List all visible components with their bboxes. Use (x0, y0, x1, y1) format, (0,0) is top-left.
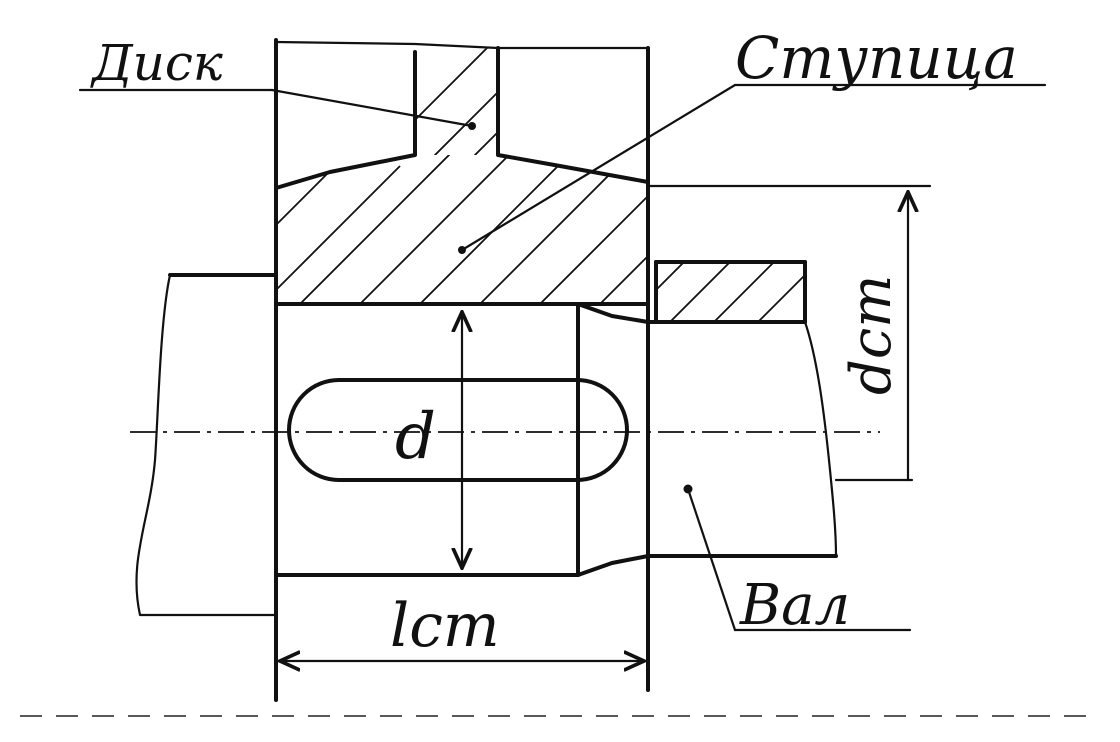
shaft-leader-dot (683, 484, 693, 494)
shaft-outline (135, 184, 932, 617)
label-dst: dст (839, 275, 904, 395)
hub-hatching (276, 155, 648, 304)
label-shaft: Вал (739, 573, 850, 638)
label-d: d (395, 400, 436, 474)
label-hub: Ступица (735, 24, 1018, 92)
hub-outline (274, 38, 650, 702)
disk-leader-dot (468, 122, 476, 130)
leader-lines (78, 83, 1047, 632)
hub-leader-dot (458, 246, 466, 254)
label-disk: Диск (90, 34, 223, 92)
disk-hatching (415, 48, 498, 155)
label-lst: lст (390, 591, 500, 661)
shaft-step-hatching (656, 262, 805, 322)
